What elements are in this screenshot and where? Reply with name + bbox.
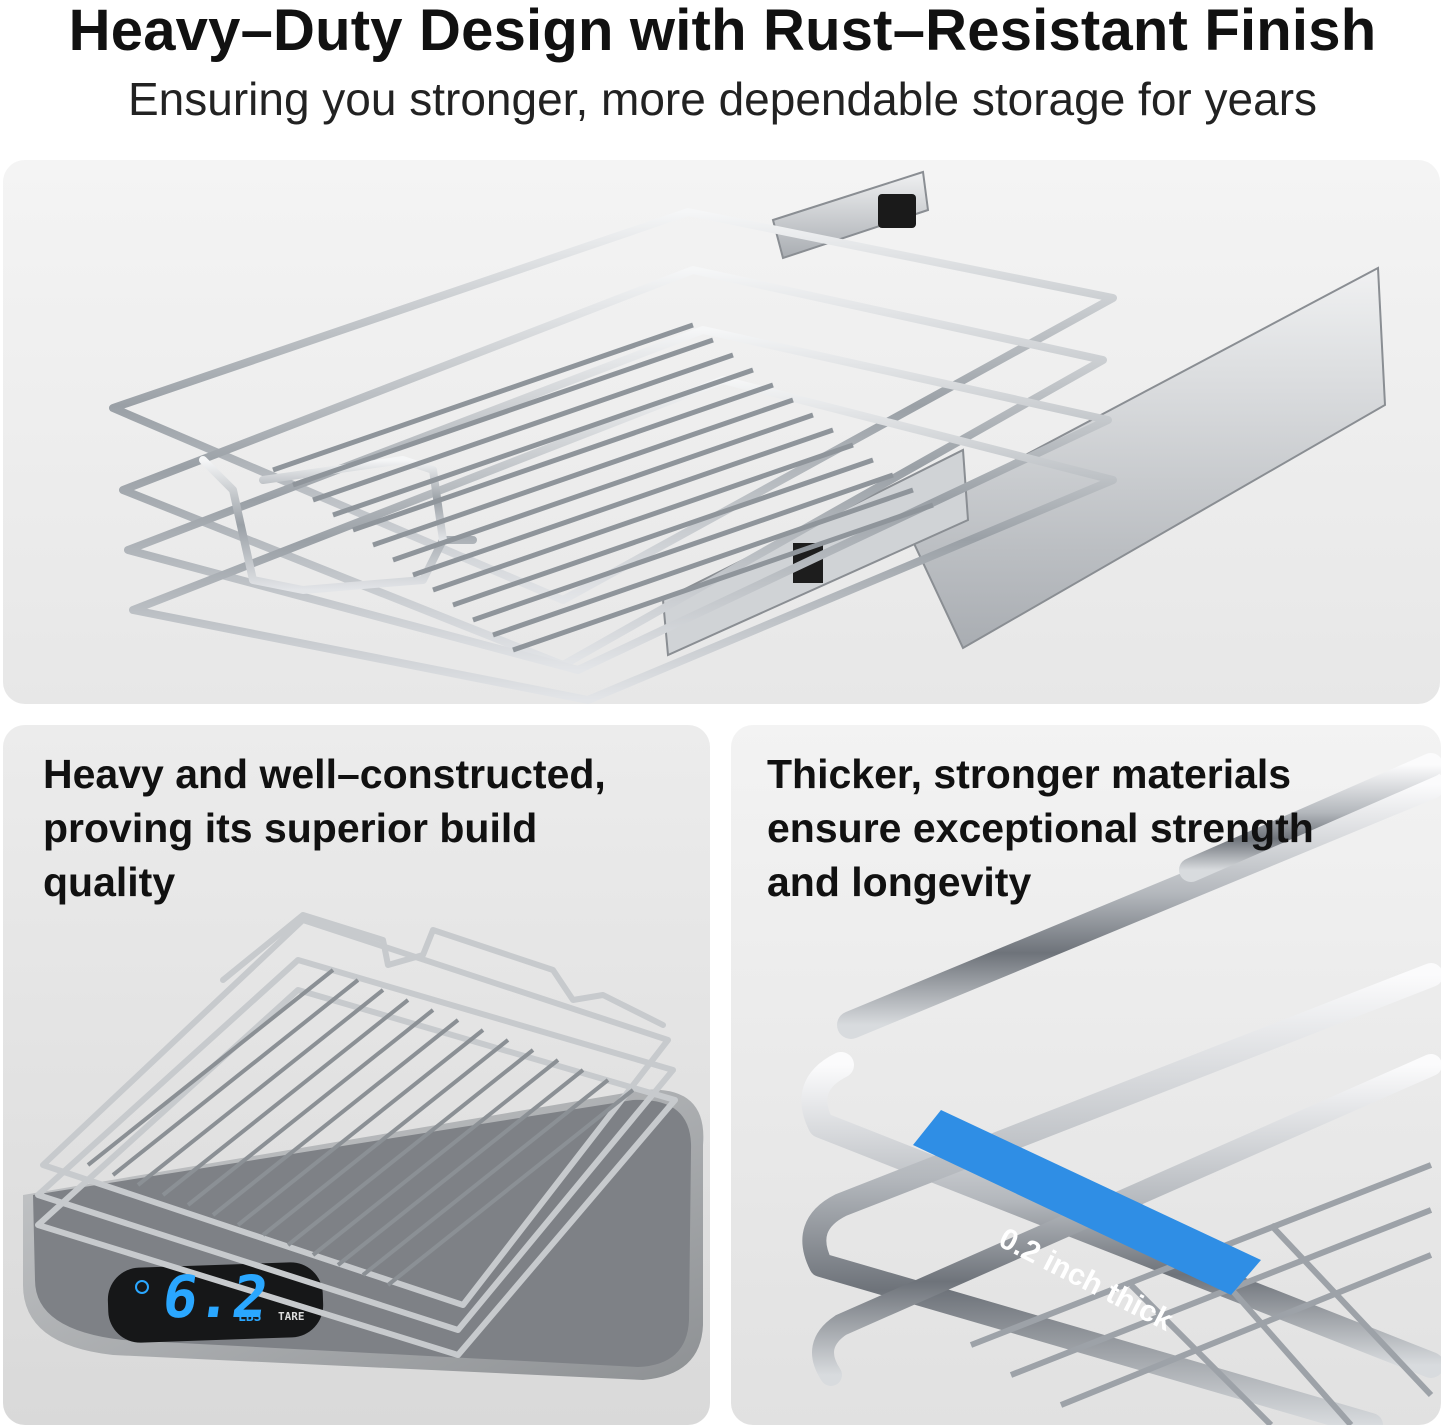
basket-on-scale-illustration [23, 912, 704, 1380]
scale-image-panel: Heavy and well–constructed, proving its … [3, 725, 710, 1425]
hero-image-panel [3, 160, 1440, 704]
wire-closeup-illustration [801, 753, 1441, 1425]
closeup-image-panel: Thicker, stronger materials ensure excep… [731, 725, 1441, 1425]
basket-with-slides-illustration [109, 170, 1387, 704]
materials-caption: Thicker, stronger materials ensure excep… [767, 751, 1314, 905]
scale-power-icon [135, 1280, 149, 1294]
page-subtitle: Ensuring you stronger, more dependable s… [127, 73, 1318, 125]
scale-unit-label: LBS [238, 1310, 262, 1325]
scale-tare-button: TARE [278, 1310, 305, 1323]
page-title: Heavy–Duty Design with Rust–Resistant Fi… [68, 0, 1377, 63]
weight-caption: Heavy and well–constructed, proving its … [43, 751, 606, 905]
